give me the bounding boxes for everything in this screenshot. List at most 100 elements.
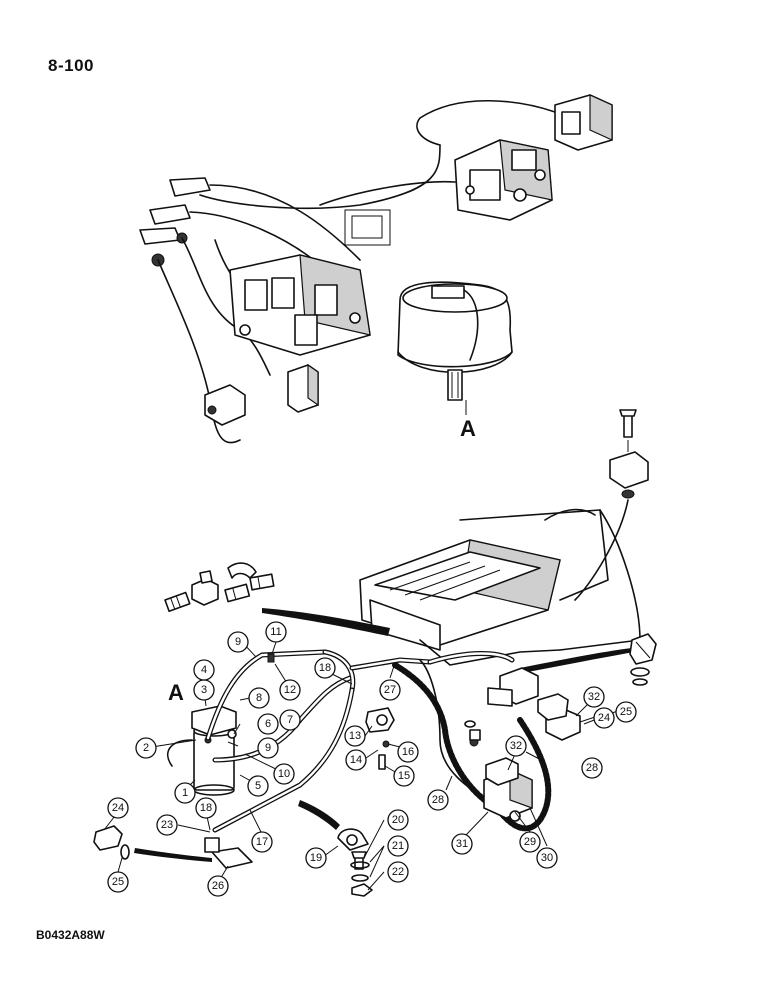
callout-32-lower: 32 bbox=[505, 735, 527, 757]
svg-text:18: 18 bbox=[200, 802, 212, 814]
braided-hose bbox=[392, 662, 552, 832]
callout-18-upper: 18 bbox=[314, 657, 336, 679]
callout-13: 13 bbox=[344, 725, 366, 747]
callout-2: 2 bbox=[135, 737, 157, 759]
pointer-arrow-module bbox=[262, 608, 390, 636]
callout-10: 10 bbox=[273, 763, 295, 785]
relay-cube bbox=[287, 363, 319, 413]
page-number: 8-100 bbox=[48, 56, 94, 75]
valve-block-29 bbox=[483, 757, 533, 822]
callout-14: 14 bbox=[345, 749, 367, 771]
solenoid-valve bbox=[469, 667, 539, 747]
svg-text:15: 15 bbox=[398, 770, 410, 782]
callout-17: 17 bbox=[251, 831, 273, 853]
o-ring-29 bbox=[464, 720, 476, 728]
bracket bbox=[344, 209, 391, 246]
callout-18-lower: 18 bbox=[195, 797, 217, 819]
svg-text:7: 7 bbox=[287, 714, 293, 726]
sender-26 bbox=[204, 837, 253, 869]
callout-24-left: 24 bbox=[107, 797, 129, 819]
callout-5: 5 bbox=[247, 775, 269, 797]
callout-19: 19 bbox=[305, 847, 327, 869]
svg-text:13: 13 bbox=[349, 730, 361, 742]
svg-text:8: 8 bbox=[256, 692, 262, 704]
svg-text:24: 24 bbox=[112, 802, 124, 814]
svg-text:20: 20 bbox=[392, 814, 404, 826]
svg-text:5: 5 bbox=[255, 780, 261, 792]
callout-32-upper: 32 bbox=[583, 686, 605, 708]
svg-text:1: 1 bbox=[182, 787, 188, 799]
callout-12: 12 bbox=[279, 679, 301, 701]
svg-text:2: 2 bbox=[143, 742, 149, 754]
callout-21: 21 bbox=[387, 835, 409, 857]
svg-text:9: 9 bbox=[265, 742, 271, 754]
reference-letter-a-upper: A bbox=[460, 416, 476, 441]
clamp-19 bbox=[337, 828, 373, 897]
svg-text:27: 27 bbox=[384, 684, 396, 696]
callout-23: 23 bbox=[156, 814, 178, 836]
svg-text:24: 24 bbox=[598, 712, 610, 724]
callout-9-lower: 9 bbox=[257, 737, 279, 759]
svg-text:26: 26 bbox=[212, 880, 224, 892]
callout-15: 15 bbox=[393, 765, 415, 787]
pointer-arrow-fitting bbox=[520, 648, 634, 673]
svg-text:9: 9 bbox=[235, 636, 241, 648]
nut-12 bbox=[267, 653, 275, 663]
electronic-module bbox=[359, 539, 561, 651]
hose-fitting-right bbox=[629, 633, 657, 686]
bolt-clamp-assembly bbox=[574, 409, 649, 601]
solenoid-valve-group bbox=[229, 254, 371, 356]
svg-text:17: 17 bbox=[256, 836, 268, 848]
svg-text:32: 32 bbox=[588, 691, 600, 703]
svg-text:6: 6 bbox=[265, 718, 271, 730]
callout-20: 20 bbox=[387, 809, 409, 831]
svg-text:11: 11 bbox=[270, 626, 281, 638]
svg-text:14: 14 bbox=[350, 754, 362, 766]
callout-7: 7 bbox=[279, 709, 301, 731]
svg-text:10: 10 bbox=[278, 768, 290, 780]
callout-11: 11 bbox=[265, 621, 287, 643]
callout-30: 30 bbox=[536, 847, 558, 869]
control-valve-block bbox=[454, 139, 553, 221]
upper-assembly: A bbox=[139, 94, 613, 444]
callout-31: 31 bbox=[451, 833, 473, 855]
callout-16: 16 bbox=[397, 741, 419, 763]
callout-28-right: 28 bbox=[581, 757, 603, 779]
svg-text:19: 19 bbox=[310, 852, 322, 864]
callout-22: 22 bbox=[387, 861, 409, 883]
svg-text:32: 32 bbox=[510, 740, 522, 752]
svg-text:21: 21 bbox=[392, 840, 404, 852]
svg-text:4: 4 bbox=[201, 664, 207, 676]
svg-text:22: 22 bbox=[392, 866, 404, 878]
pressure-switch bbox=[204, 384, 246, 426]
reference-letter-a-lower: A bbox=[168, 680, 184, 705]
pointer-arrow-clamp bbox=[298, 800, 340, 830]
pointer-arrow-fitting-24 bbox=[134, 848, 212, 862]
callout-25-right: 25 bbox=[615, 701, 637, 723]
hose-lines bbox=[205, 649, 515, 833]
callout-8: 8 bbox=[248, 687, 270, 709]
callout-24-right: 24 bbox=[593, 707, 615, 729]
svg-text:16: 16 bbox=[402, 746, 414, 758]
callout-28-left: 28 bbox=[427, 789, 449, 811]
callout-29: 29 bbox=[519, 831, 541, 853]
svg-text:23: 23 bbox=[161, 819, 173, 831]
svg-text:29: 29 bbox=[524, 836, 536, 848]
callout-9-upper: 9 bbox=[227, 631, 249, 653]
accumulator bbox=[397, 281, 513, 401]
callout-1: 1 bbox=[174, 782, 196, 804]
callout-26: 26 bbox=[207, 875, 229, 897]
fitting-24-left bbox=[93, 825, 130, 860]
svg-text:3: 3 bbox=[201, 684, 207, 696]
svg-text:18: 18 bbox=[319, 662, 331, 674]
svg-text:30: 30 bbox=[541, 852, 553, 864]
svg-text:25: 25 bbox=[112, 876, 124, 888]
callout-6: 6 bbox=[257, 713, 279, 735]
svg-text:31: 31 bbox=[456, 838, 468, 850]
callout-3: 3 bbox=[193, 679, 215, 701]
hose-fittings-set bbox=[164, 562, 275, 613]
callout-4: 4 bbox=[193, 659, 215, 681]
pilot-valve-block bbox=[554, 94, 613, 151]
svg-text:12: 12 bbox=[284, 684, 296, 696]
